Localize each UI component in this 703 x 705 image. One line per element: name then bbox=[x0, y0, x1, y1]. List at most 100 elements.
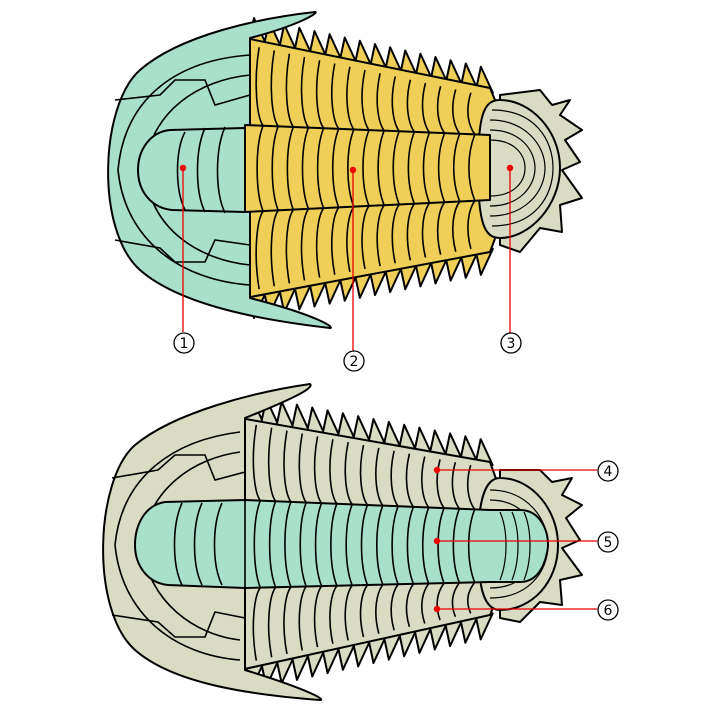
axial-ring bbox=[299, 502, 307, 587]
pleural-furrow bbox=[329, 439, 338, 505]
axial-ring bbox=[345, 504, 353, 586]
axial-ring bbox=[360, 504, 369, 586]
axial-ring bbox=[268, 500, 277, 588]
label-badge bbox=[597, 531, 619, 553]
axial-ring bbox=[253, 500, 262, 588]
pleural-furrow bbox=[300, 208, 310, 281]
axial-ring bbox=[392, 130, 400, 205]
pleural-furrow bbox=[451, 462, 461, 510]
label-axial-lobe: 5 bbox=[604, 535, 613, 551]
callout-thorax: 2 bbox=[343, 166, 365, 372]
pleural-segments-bottom bbox=[252, 424, 476, 661]
axial-ring bbox=[376, 505, 384, 585]
pleural-furrow bbox=[346, 206, 355, 273]
callout-pygidium: 3 bbox=[500, 164, 522, 354]
axial-rings-top bbox=[256, 125, 476, 212]
trilobite-bottom-lobes bbox=[102, 383, 583, 701]
callout-axial-lobe: 5 bbox=[433, 531, 619, 553]
pleural-furrow bbox=[405, 453, 415, 508]
glabella-furrows-top bbox=[176, 126, 226, 214]
label-pygidium: 3 bbox=[507, 336, 516, 352]
glabella-furrow bbox=[213, 502, 223, 586]
pleural-furrow bbox=[376, 73, 385, 132]
pleural-segments-top bbox=[255, 47, 476, 290]
label-badge bbox=[173, 332, 195, 354]
pleural-furrow bbox=[466, 581, 476, 614]
pleural-furrow bbox=[375, 447, 384, 507]
axial-ring bbox=[284, 501, 292, 588]
pleural-furrow bbox=[359, 584, 369, 638]
axial-ring bbox=[437, 132, 446, 203]
axial-ring bbox=[314, 502, 323, 587]
pleural-furrow bbox=[252, 587, 261, 661]
pleural-furrow bbox=[330, 207, 340, 275]
pleural-furrow bbox=[406, 79, 416, 133]
pleural-furrow bbox=[451, 201, 461, 252]
callout-pleural-lobe-right: 6 bbox=[433, 599, 619, 621]
pleural-furrow bbox=[344, 441, 353, 505]
pygidial-ring bbox=[511, 511, 519, 581]
pleural-furrow bbox=[361, 205, 370, 270]
pleural-furrow bbox=[285, 209, 295, 284]
axial-lobe-top bbox=[244, 124, 491, 213]
pleural-furrow bbox=[346, 66, 355, 130]
label-badge bbox=[343, 350, 365, 372]
axial-ring bbox=[452, 508, 461, 584]
axial-ring bbox=[406, 506, 415, 585]
pleural-furrow bbox=[436, 582, 445, 621]
pleural-furrow bbox=[420, 583, 430, 624]
axial-ring bbox=[377, 130, 385, 206]
pleural-furrow bbox=[391, 76, 400, 132]
pleural-furrow bbox=[467, 200, 476, 250]
pleural-furrow bbox=[300, 56, 310, 128]
pleural-furrow bbox=[313, 585, 323, 648]
axial-ring bbox=[347, 129, 355, 208]
pleural-furrow bbox=[405, 583, 415, 628]
trilobite-top-body-regions bbox=[107, 11, 583, 329]
pleural-furrow bbox=[359, 444, 369, 506]
glabella-furrow bbox=[173, 502, 183, 586]
pleural-furrow bbox=[267, 586, 277, 658]
pleural-furrow bbox=[330, 63, 340, 130]
pleural-furrow bbox=[283, 430, 292, 503]
pygidium-rings-top bbox=[489, 109, 554, 227]
pleural-furrow bbox=[313, 436, 323, 504]
label-cephalon: 1 bbox=[180, 336, 189, 352]
pleural-furrow bbox=[255, 47, 264, 127]
axial-ring bbox=[331, 128, 340, 208]
pleural-furrow bbox=[344, 584, 353, 641]
axial-ring bbox=[467, 509, 476, 583]
label-pleural-lobe-left: 4 bbox=[604, 464, 613, 480]
pleural-furrow bbox=[298, 433, 307, 503]
axial-ring bbox=[407, 131, 416, 205]
pleural-furrow bbox=[421, 82, 431, 133]
axial-ring bbox=[286, 126, 295, 211]
pleural-furrow bbox=[267, 427, 277, 502]
label-pleural-lobe-right: 6 bbox=[604, 603, 613, 619]
axial-ring bbox=[468, 134, 476, 202]
pleural-furrow bbox=[315, 207, 325, 278]
pleural-furrow bbox=[255, 210, 264, 290]
pleural-furrow bbox=[390, 450, 399, 507]
callout-cephalon: 1 bbox=[173, 164, 195, 354]
pleural-furrow bbox=[329, 585, 338, 644]
pleural-furrow bbox=[283, 586, 292, 655]
pleural-furrow bbox=[406, 203, 416, 261]
glabella-furrow bbox=[193, 502, 203, 586]
axial-ring bbox=[422, 132, 431, 204]
pleural-furrow bbox=[270, 210, 279, 287]
axial-ring bbox=[422, 507, 430, 584]
pleural-furrow bbox=[436, 459, 445, 509]
pleural-furrow bbox=[285, 53, 295, 128]
axial-lobe-bottom bbox=[134, 499, 549, 589]
pleural-furrow bbox=[421, 202, 431, 258]
axial-ring bbox=[330, 503, 338, 587]
pleural-furrow bbox=[376, 204, 385, 267]
axial-ring bbox=[362, 129, 370, 207]
pleural-furrow bbox=[361, 69, 370, 131]
glabella bbox=[137, 127, 246, 213]
pleural-furrow bbox=[375, 584, 384, 634]
pygidium-region bbox=[477, 99, 561, 239]
label-badge bbox=[597, 599, 619, 621]
